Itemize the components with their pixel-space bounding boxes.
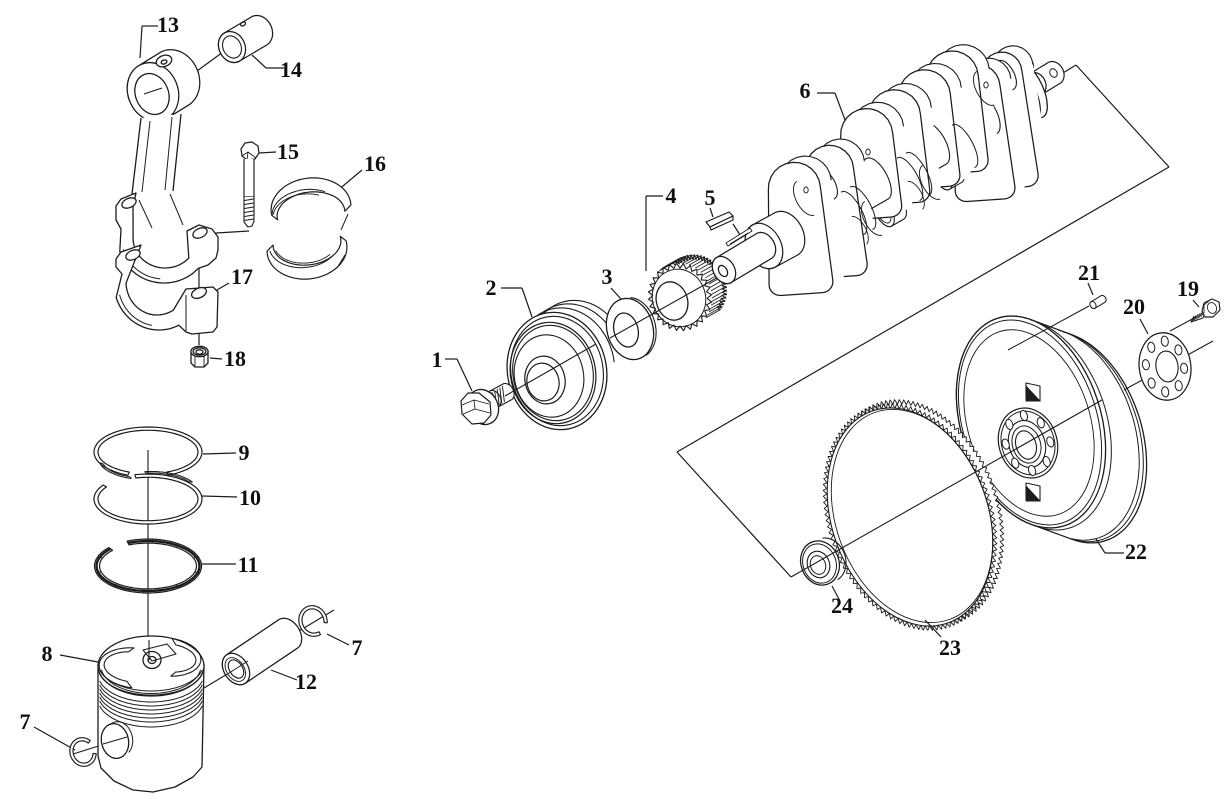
svg-text:12: 12 — [295, 669, 317, 694]
svg-text:15: 15 — [277, 139, 299, 164]
svg-text:11: 11 — [238, 552, 259, 577]
svg-text:18: 18 — [224, 346, 246, 371]
svg-text:14: 14 — [280, 57, 302, 82]
svg-text:3: 3 — [602, 264, 613, 289]
svg-text:8: 8 — [42, 641, 53, 666]
svg-text:6: 6 — [800, 78, 811, 103]
svg-text:4: 4 — [666, 183, 677, 208]
svg-text:7: 7 — [20, 709, 31, 734]
svg-text:17: 17 — [231, 264, 253, 289]
svg-text:19: 19 — [1177, 276, 1199, 301]
svg-text:1: 1 — [432, 347, 443, 372]
svg-text:13: 13 — [157, 12, 179, 37]
svg-text:10: 10 — [239, 485, 261, 510]
svg-text:22: 22 — [1125, 539, 1147, 564]
svg-text:16: 16 — [364, 151, 386, 176]
svg-text:2: 2 — [486, 275, 497, 300]
svg-text:9: 9 — [239, 440, 250, 465]
svg-text:23: 23 — [939, 635, 961, 660]
svg-text:7: 7 — [352, 635, 363, 660]
svg-text:21: 21 — [1078, 260, 1100, 285]
svg-text:24: 24 — [831, 593, 853, 618]
svg-text:20: 20 — [1123, 294, 1145, 319]
svg-text:5: 5 — [705, 185, 716, 210]
